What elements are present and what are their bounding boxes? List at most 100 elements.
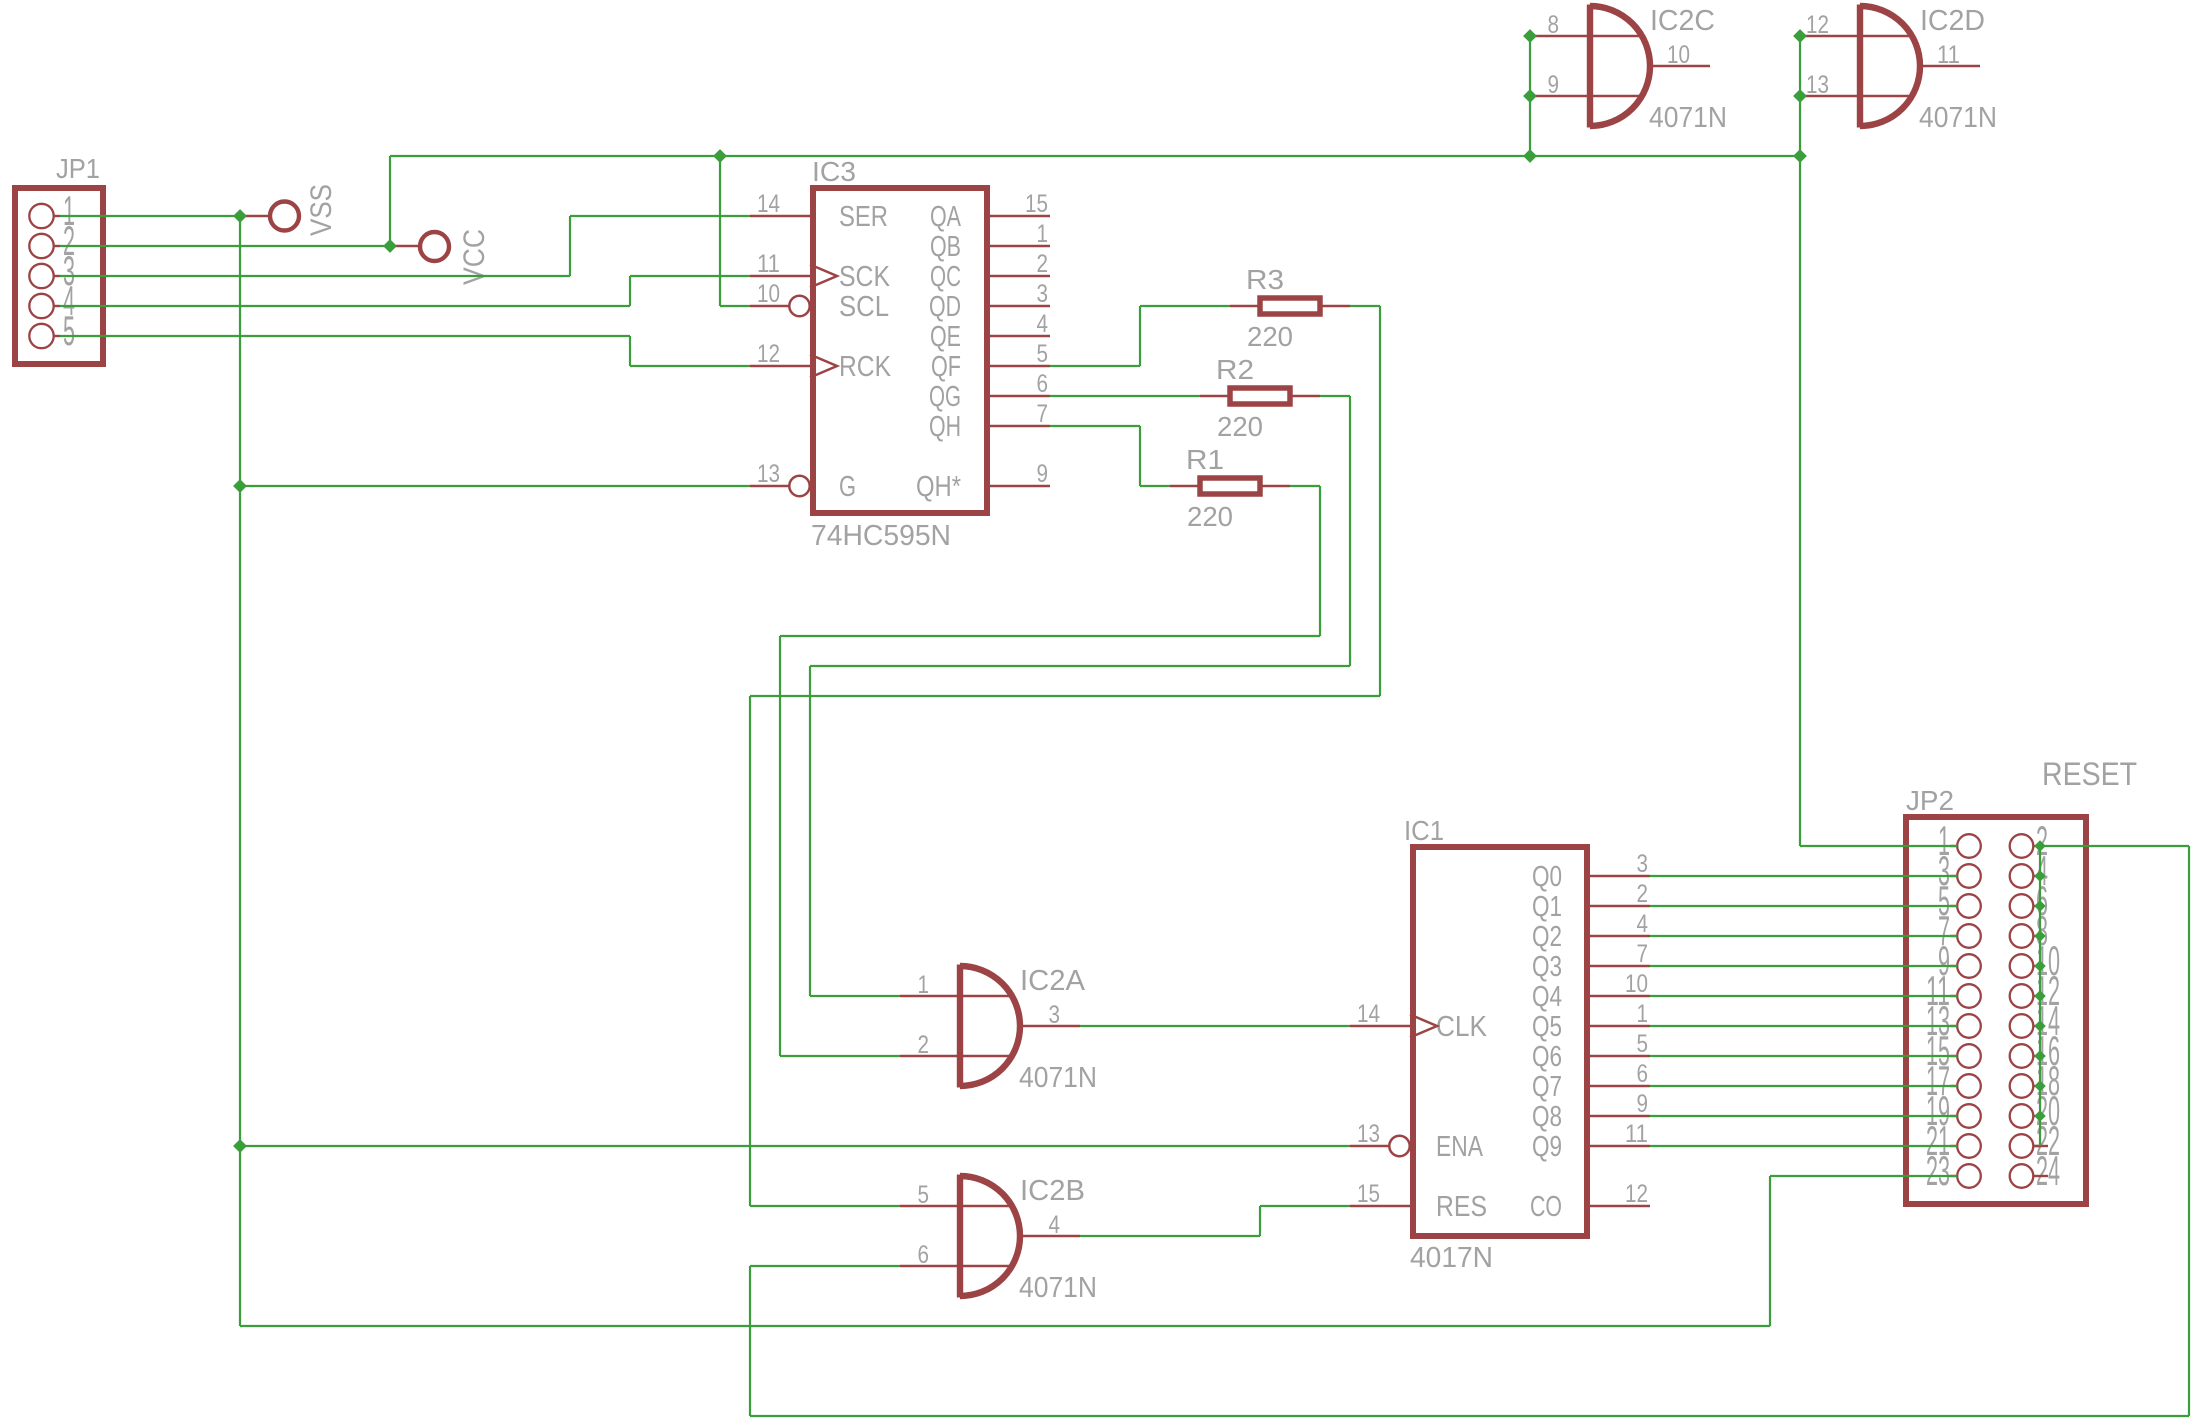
svg-text:4: 4 <box>1049 1211 1061 1239</box>
svg-text:9: 9 <box>1037 460 1049 488</box>
svg-text:11: 11 <box>757 250 780 278</box>
svg-text:220: 220 <box>1247 321 1293 352</box>
svg-text:QF: QF <box>931 351 961 383</box>
svg-text:Q5: Q5 <box>1532 1011 1562 1043</box>
svg-text:5: 5 <box>63 307 75 354</box>
svg-text:6: 6 <box>1637 1060 1649 1088</box>
svg-text:1: 1 <box>1938 817 1950 864</box>
svg-text:QH: QH <box>929 411 961 443</box>
svg-text:11: 11 <box>1625 1120 1648 1148</box>
svg-text:3: 3 <box>1037 280 1049 308</box>
svg-text:IC3: IC3 <box>812 156 856 187</box>
svg-text:13: 13 <box>1926 997 1950 1044</box>
svg-text:7: 7 <box>1938 907 1950 954</box>
svg-text:IC2D: IC2D <box>1920 5 1985 37</box>
svg-text:6: 6 <box>918 1241 930 1269</box>
svg-text:14: 14 <box>1357 1000 1380 1028</box>
svg-text:R1: R1 <box>1186 444 1224 475</box>
svg-text:1: 1 <box>63 187 75 234</box>
svg-text:4071N: 4071N <box>1919 102 1997 134</box>
svg-text:1: 1 <box>1637 1000 1649 1028</box>
svg-text:Q1: Q1 <box>1532 891 1562 923</box>
svg-text:1: 1 <box>918 971 930 999</box>
svg-text:2: 2 <box>918 1031 930 1059</box>
svg-text:10: 10 <box>757 280 780 308</box>
svg-text:SCL: SCL <box>839 291 889 323</box>
svg-text:Q9: Q9 <box>1532 1131 1562 1163</box>
svg-text:RCK: RCK <box>839 351 892 383</box>
svg-text:R3: R3 <box>1246 264 1284 295</box>
svg-text:RESET: RESET <box>2042 756 2137 792</box>
svg-text:23: 23 <box>1926 1147 1950 1194</box>
svg-text:QH*: QH* <box>916 471 961 503</box>
svg-text:Q6: Q6 <box>1532 1041 1562 1073</box>
svg-text:IC2B: IC2B <box>1020 1175 1085 1207</box>
svg-text:G: G <box>839 471 856 503</box>
svg-text:Q2: Q2 <box>1532 921 1562 953</box>
svg-text:3: 3 <box>1938 847 1950 894</box>
svg-text:24: 24 <box>2036 1147 2060 1194</box>
svg-text:IC2A: IC2A <box>1020 965 1086 997</box>
svg-text:CO: CO <box>1530 1191 1562 1223</box>
svg-text:9: 9 <box>1637 1090 1649 1118</box>
svg-text:2: 2 <box>1637 880 1649 908</box>
svg-text:11: 11 <box>1926 967 1950 1014</box>
svg-text:QB: QB <box>930 231 961 263</box>
svg-text:15: 15 <box>1357 1180 1380 1208</box>
svg-text:15: 15 <box>1025 190 1048 218</box>
svg-text:IC1: IC1 <box>1404 815 1444 846</box>
svg-text:2: 2 <box>1037 250 1049 278</box>
svg-text:VSS: VSS <box>305 184 338 236</box>
svg-text:13: 13 <box>1357 1120 1380 1148</box>
svg-text:13: 13 <box>757 460 780 488</box>
svg-text:220: 220 <box>1217 411 1263 442</box>
svg-text:Q8: Q8 <box>1532 1101 1562 1133</box>
svg-text:5: 5 <box>1637 1030 1649 1058</box>
svg-text:3: 3 <box>1637 850 1649 878</box>
svg-text:10: 10 <box>1667 41 1690 69</box>
svg-text:Q7: Q7 <box>1532 1071 1562 1103</box>
svg-text:QG: QG <box>929 381 961 413</box>
svg-text:4: 4 <box>1637 910 1649 938</box>
svg-text:QD: QD <box>929 291 961 323</box>
svg-text:Q4: Q4 <box>1532 981 1562 1013</box>
svg-text:4071N: 4071N <box>1019 1272 1097 1304</box>
svg-text:QA: QA <box>930 201 961 233</box>
svg-text:5: 5 <box>1037 340 1049 368</box>
svg-text:12: 12 <box>1625 1180 1648 1208</box>
svg-text:15: 15 <box>1926 1027 1950 1074</box>
svg-text:Q0: Q0 <box>1532 861 1562 893</box>
svg-text:9: 9 <box>1938 937 1950 984</box>
svg-text:JP1: JP1 <box>56 153 100 184</box>
svg-text:1: 1 <box>1037 220 1049 248</box>
svg-text:JP2: JP2 <box>1906 785 1954 816</box>
svg-text:14: 14 <box>757 190 780 218</box>
svg-text:4: 4 <box>1037 310 1049 338</box>
svg-text:19: 19 <box>1926 1087 1950 1134</box>
svg-text:QC: QC <box>930 261 961 293</box>
svg-text:12: 12 <box>1806 11 1829 39</box>
svg-text:2: 2 <box>63 217 75 264</box>
svg-text:13: 13 <box>1806 71 1829 99</box>
svg-text:RES: RES <box>1436 1191 1487 1223</box>
svg-text:10: 10 <box>1625 970 1648 998</box>
svg-text:SCK: SCK <box>839 261 891 293</box>
svg-text:220: 220 <box>1187 501 1233 532</box>
svg-text:4071N: 4071N <box>1019 1062 1097 1094</box>
svg-text:IC2C: IC2C <box>1650 5 1715 37</box>
svg-text:3: 3 <box>63 247 75 294</box>
svg-text:3: 3 <box>1049 1001 1061 1029</box>
svg-text:7: 7 <box>1037 400 1049 428</box>
svg-text:8: 8 <box>1548 11 1560 39</box>
svg-text:11: 11 <box>1937 41 1960 69</box>
svg-text:4071N: 4071N <box>1649 102 1727 134</box>
svg-text:R2: R2 <box>1216 354 1254 385</box>
svg-text:74HC595N: 74HC595N <box>811 520 951 552</box>
svg-text:12: 12 <box>757 340 780 368</box>
svg-text:6: 6 <box>1037 370 1049 398</box>
svg-text:4: 4 <box>63 277 75 324</box>
svg-text:Q3: Q3 <box>1532 951 1562 983</box>
svg-text:SER: SER <box>839 201 888 233</box>
svg-text:CLK: CLK <box>1436 1011 1488 1043</box>
svg-text:ENA: ENA <box>1436 1131 1484 1163</box>
